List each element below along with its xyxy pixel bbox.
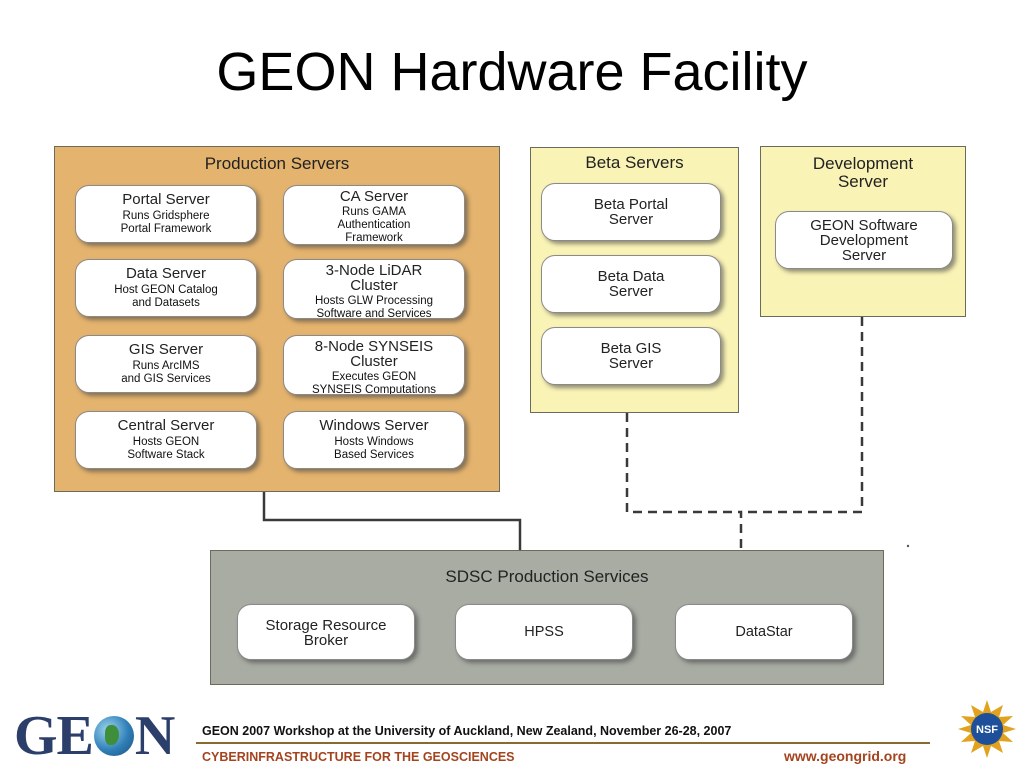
server-desc: Hosts Windows [334,436,414,448]
ca-server-box: CA Server Runs GAMA Authentication Frame… [283,185,465,245]
gis-server-box: GIS Server Runs ArcIMS and GIS Services [75,335,257,393]
logo-text-left: GE [14,705,94,767]
server-desc: Software and Services [316,308,432,319]
server-name: Development [819,232,909,249]
beta-servers-panel: Beta Servers Beta Portal Server Beta Dat… [530,147,739,413]
service-name: DataStar [735,623,793,640]
server-name: Beta Portal [593,196,669,213]
server-name: Data Server [125,265,207,282]
beta-gis-server-box: Beta GIS Server [541,327,721,385]
beta-connector [625,413,743,550]
production-servers-title: Production Servers [204,154,350,173]
server-desc: and Datasets [132,297,200,309]
server-name: Server [841,247,887,264]
nsf-label: NSF [976,724,998,736]
nsf-seal-icon: NSF [958,700,1016,758]
storage-resource-broker-box: Storage Resource Broker [237,604,415,660]
server-name: Server [608,211,654,228]
server-name: 8-Node SYNSEIS [314,338,434,355]
server-desc: Authentication [337,219,411,231]
production-connector [262,492,522,550]
server-name: GEON Software [810,217,918,234]
geon-software-dev-server-box: GEON Software Development Server [775,211,953,269]
server-desc: Runs GAMA [342,206,406,218]
sdsc-production-services-panel: SDSC Production Services Storage Resourc… [210,550,884,685]
server-name: Server [608,283,654,300]
server-name: Central Server [117,417,215,434]
development-server-title: Server [837,172,889,191]
workshop-text: GEON 2007 Workshop at the University of … [202,724,732,738]
server-name: 3-Node LiDAR [325,262,423,279]
geon-logo: GE N [14,705,175,767]
server-name: GIS Server [128,341,204,358]
development-server-title: Development [812,154,914,173]
server-desc: Hosts GLW Processing [314,295,433,307]
tagline-text: CYBERINFRASTRUCTURE FOR THE GEOSCIENCES [202,750,515,764]
server-name: Windows Server [319,417,429,434]
server-desc: Runs ArcIMS [132,360,200,372]
hpss-box: HPSS [455,604,633,660]
website-link[interactable]: www.geongrid.org [784,748,907,764]
data-server-box: Data Server Host GEON Catalog and Datase… [75,259,257,317]
server-name: Beta GIS [600,340,662,357]
beta-portal-server-box: Beta Portal Server [541,183,721,241]
server-desc: Executes GEON [331,371,417,383]
server-name: Server [608,355,654,372]
footer-divider [196,742,930,744]
server-desc: and GIS Services [121,373,211,385]
server-name: Portal Server [122,191,210,208]
server-desc: Host GEON Catalog [114,284,218,296]
server-name: Beta Data [597,268,665,285]
server-name: Cluster [350,277,398,294]
service-name: Storage Resource [265,617,387,634]
page-title: GEON Hardware Facility [216,42,808,102]
sdsc-title: SDSC Production Services [445,567,649,586]
service-name: HPSS [524,623,564,640]
production-servers-panel: Production Servers Portal Server Runs Gr… [54,146,500,492]
lidar-cluster-box: 3-Node LiDAR Cluster Hosts GLW Processin… [283,259,465,319]
windows-server-box: Windows Server Hosts Windows Based Servi… [283,411,465,469]
beta-servers-title: Beta Servers [585,153,684,172]
server-desc: Runs Gridsphere [122,210,210,222]
datastar-box: DataStar [675,604,853,660]
globe-icon [93,716,134,756]
server-desc: Portal Framework [120,223,212,235]
server-name: CA Server [339,188,409,205]
portal-server-box: Portal Server Runs Gridsphere Portal Fra… [75,185,257,243]
synseis-cluster-box: 8-Node SYNSEIS Cluster Executes GEON SYN… [283,335,465,395]
logo-text-right: N [134,705,175,767]
beta-data-server-box: Beta Data Server [541,255,721,313]
server-desc: Software Stack [127,449,205,461]
server-desc: Based Services [334,449,414,461]
development-server-panel: Development Server GEON Software Develop… [760,146,966,317]
server-desc: SYNSEIS Computations [311,384,436,395]
stray-dot [906,544,910,548]
service-name: Broker [303,632,349,649]
server-name: Cluster [350,353,398,370]
development-connector [741,317,864,514]
central-server-box: Central Server Hosts GEON Software Stack [75,411,257,469]
server-desc: Framework [345,232,403,244]
server-desc: Hosts GEON [132,436,200,448]
